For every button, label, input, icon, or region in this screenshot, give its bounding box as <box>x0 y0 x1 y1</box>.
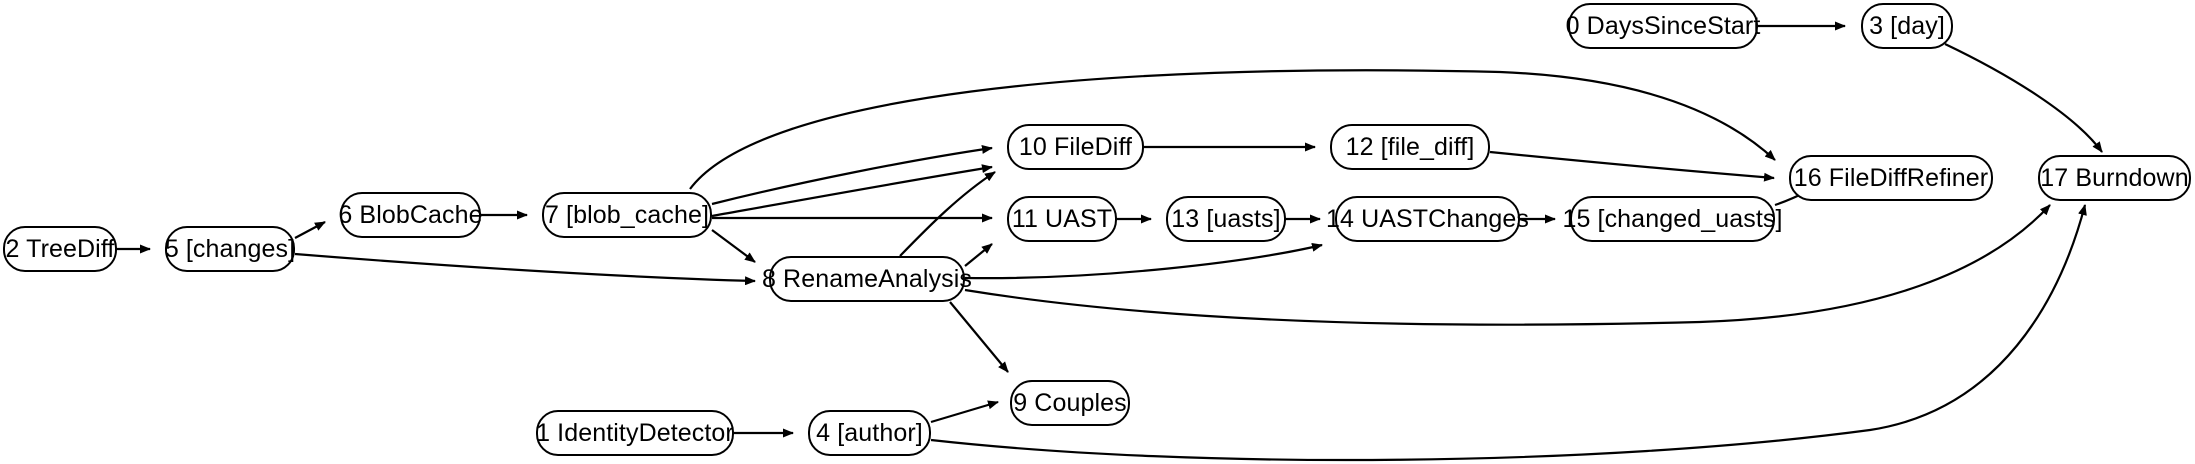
graph-node-n17[interactable]: 17 Burndown <box>2038 155 2191 201</box>
graph-node-label: 7 [blob_cache] <box>544 200 710 229</box>
graph-node-label: 9 Couples <box>1013 388 1127 417</box>
graph-edge-n7-to-n8 <box>711 229 756 263</box>
graph-edge-n3-to-n17 <box>1944 43 2103 153</box>
graph-node-label: 4 [author] <box>816 418 923 447</box>
graph-node-label: 0 DaysSinceStart <box>1565 11 1761 40</box>
graph-edge-n8-to-n11 <box>964 243 993 267</box>
graph-node-label: 3 [day] <box>1869 11 1945 40</box>
graph-node-n2[interactable]: 2 TreeDiff <box>3 226 117 272</box>
graph-edge-n12-to-n16 <box>1489 150 1775 182</box>
graph-node-label: 10 FileDiff <box>1018 132 1133 161</box>
graph-node-n1[interactable]: 1 IdentityDetector <box>536 410 734 456</box>
graph-node-n9[interactable]: 9 Couples <box>1010 380 1130 426</box>
graph-node-n4[interactable]: 4 [author] <box>808 410 931 456</box>
graph-node-label: 11 UAST <box>1011 204 1113 233</box>
graph-node-n0[interactable]: 0 DaysSinceStart <box>1565 3 1761 49</box>
graph-edge-n7-to-n10 <box>711 144 993 206</box>
graph-edge-n5-to-n6 <box>294 221 326 239</box>
graph-node-n7[interactable]: 7 [blob_cache] <box>542 192 712 238</box>
graph-node-label: 8 RenameAnalysis <box>761 264 973 293</box>
graph-node-n13[interactable]: 13 [uasts] <box>1166 196 1286 242</box>
graph-node-n16[interactable]: 16 FileDiffRefiner <box>1789 155 1993 201</box>
graph-node-label: 2 TreeDiff <box>5 234 115 263</box>
graph-node-label: 17 Burndown <box>2040 163 2189 192</box>
graph-node-n12[interactable]: 12 [file_diff] <box>1330 124 1490 170</box>
graph-edge-n7-to-n16 <box>689 69 1776 190</box>
graph-node-n10[interactable]: 10 FileDiff <box>1007 124 1144 170</box>
graph-node-label: 12 [file_diff] <box>1345 132 1475 161</box>
graph-node-label: 16 FileDiffRefiner <box>1793 163 1989 192</box>
graph-node-label: 15 [changed_uasts] <box>1562 204 1783 233</box>
graph-node-n14[interactable]: 14 UASTChanges <box>1326 196 1529 242</box>
graph-edge-n8-to-n14 <box>964 242 1323 280</box>
graph-edge-n4-to-n9 <box>930 400 999 424</box>
graph-node-n5[interactable]: 5 [changes] <box>165 226 295 272</box>
graph-node-label: 5 [changes] <box>164 234 296 263</box>
graph-node-label: 13 [uasts] <box>1171 204 1281 233</box>
graph-edge-n8-to-n10 <box>899 171 996 257</box>
graph-node-n3[interactable]: 3 [day] <box>1861 3 1953 49</box>
graph-node-n8[interactable]: 8 RenameAnalysis <box>762 256 972 302</box>
graph-node-label: 14 UASTChanges <box>1326 204 1529 233</box>
graph-node-n15[interactable]: 15 [changed_uasts] <box>1562 196 1782 242</box>
graph-node-n11[interactable]: 11 UAST <box>1007 196 1117 242</box>
graph-edge-n5-to-n8 <box>294 252 756 286</box>
graph-edge-n4-to-n17 <box>930 204 2087 462</box>
graph-node-label: 1 IdentityDetector <box>536 418 734 447</box>
edge-group <box>117 21 2103 462</box>
graph-edge-n8-to-n17 <box>964 204 2051 326</box>
graph-node-label: 6 BlobCache <box>338 200 483 229</box>
graph-edge-n7-to-n10 <box>711 164 993 218</box>
graph-edge-n8-to-n9 <box>949 301 1009 373</box>
graph-node-n6[interactable]: 6 BlobCache <box>338 192 483 238</box>
